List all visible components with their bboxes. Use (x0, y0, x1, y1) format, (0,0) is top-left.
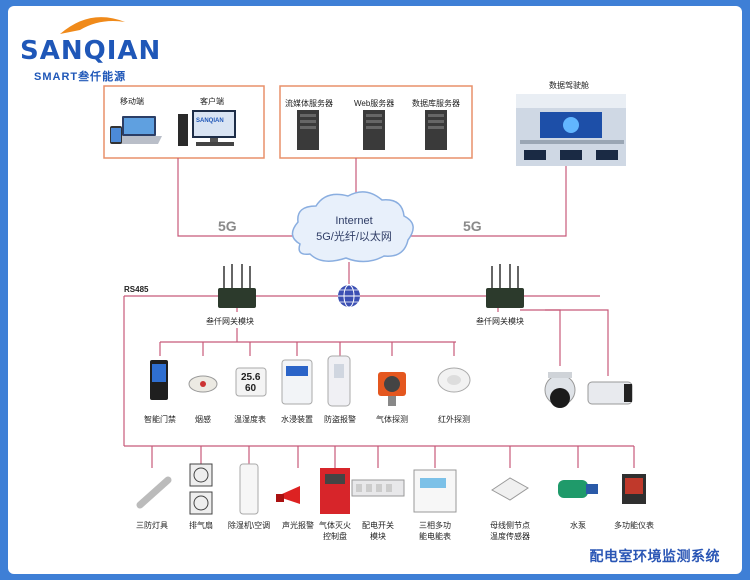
cockpit-label: 数据驾驶舱 (549, 81, 589, 90)
data-cockpit-image (516, 94, 626, 166)
thermo-hygrometer-icon (235, 367, 267, 397)
dome-camera-icon (544, 372, 576, 408)
gateway-right-icon (486, 264, 524, 308)
stream-server-icon (297, 110, 319, 150)
device-label-6: 三相多功 能电能表 (419, 521, 451, 541)
diagram-title: 配电室环境监测系统 (589, 548, 720, 564)
network-media-label: 5G/光纤/以太网 (316, 231, 392, 243)
thermo-display-hum: 60 (245, 383, 257, 394)
device-label-7: 母线侧节点 温度传感器 (490, 521, 530, 541)
water-pump-icon (558, 480, 598, 498)
logo-tagline: SMART叁仟能源 (34, 71, 127, 83)
sensor-label-5: 气体探测 (376, 415, 408, 424)
gas-extinguish-panel-icon (320, 468, 350, 514)
sensor-label-3: 水浸装置 (281, 415, 313, 424)
device-label-9: 多功能仪表 (614, 521, 654, 530)
internet-label: Internet (335, 215, 373, 227)
5g-right-label: 5G (463, 218, 482, 234)
client-group-box (103, 85, 265, 159)
rs485-label: RS485 (124, 285, 149, 294)
web-server-icon (363, 110, 385, 150)
switch-module-icon (351, 479, 405, 497)
energy-meter-icon (413, 469, 457, 513)
mobile-label: 移动端 (120, 97, 144, 106)
explosion-proof-lamp-icon (136, 476, 172, 509)
device-label-8: 水泵 (570, 521, 586, 530)
sensor-label-2: 温湿度表 (234, 415, 266, 424)
device-label-0: 三防灯具 (136, 521, 168, 530)
logo-swoosh (60, 17, 125, 34)
device-label-3: 声光报警 (282, 521, 314, 530)
5g-left-label: 5G (218, 218, 237, 234)
anti-theft-icon (327, 355, 351, 407)
exhaust-fan-icon (189, 463, 213, 515)
sensor-label-6: 红外探测 (438, 415, 470, 424)
pc-screen-brand: SANQIAN (196, 118, 224, 124)
gateway-left-icon (218, 264, 256, 308)
infrared-detector-icon (437, 367, 471, 393)
gateway-left-label: 叁仟网关模块 (206, 317, 254, 326)
access-control-icon (150, 360, 168, 400)
busbar-temp-sensor-icon (491, 477, 529, 501)
server-group-box (279, 85, 473, 159)
db-server-label: 数据库服务器 (412, 99, 460, 108)
thermo-display-temp: 25.6 (241, 372, 261, 383)
dehumidifier-icon (239, 463, 259, 515)
sound-light-alarm-icon (276, 486, 300, 504)
laptop-icon (110, 116, 162, 144)
web-server-label: Web服务器 (354, 99, 395, 108)
sensor-label-0: 智能门禁 (144, 415, 176, 424)
pc-label: 客户端 (200, 97, 224, 106)
device-label-2: 除湿机\空调 (227, 521, 271, 530)
sensor-label-1: 烟感 (195, 415, 211, 424)
water-leak-icon (281, 359, 313, 405)
stream-server-label: 流媒体服务器 (285, 99, 333, 108)
network-lines (123, 158, 634, 447)
desktop-pc-icon (178, 110, 236, 146)
gas-detector-icon (378, 372, 406, 406)
bullet-camera-icon (587, 381, 633, 405)
device-label-1: 排气扇 (189, 521, 213, 530)
gateway-right-label: 叁仟网关模块 (476, 317, 524, 326)
device-label-4: 气体灭火 控制盘 (319, 521, 351, 541)
multi-function-meter-icon (622, 474, 646, 504)
sensor-label-4: 防盗报警 (324, 415, 356, 424)
globe-icon (338, 284, 360, 308)
device-label-5: 配电开关 模块 (362, 521, 394, 541)
logo-brand: SANQIAN (20, 36, 162, 66)
smoke-detector-icon (188, 375, 218, 393)
db-server-icon (425, 110, 447, 150)
internet-cloud-icon (291, 191, 414, 263)
